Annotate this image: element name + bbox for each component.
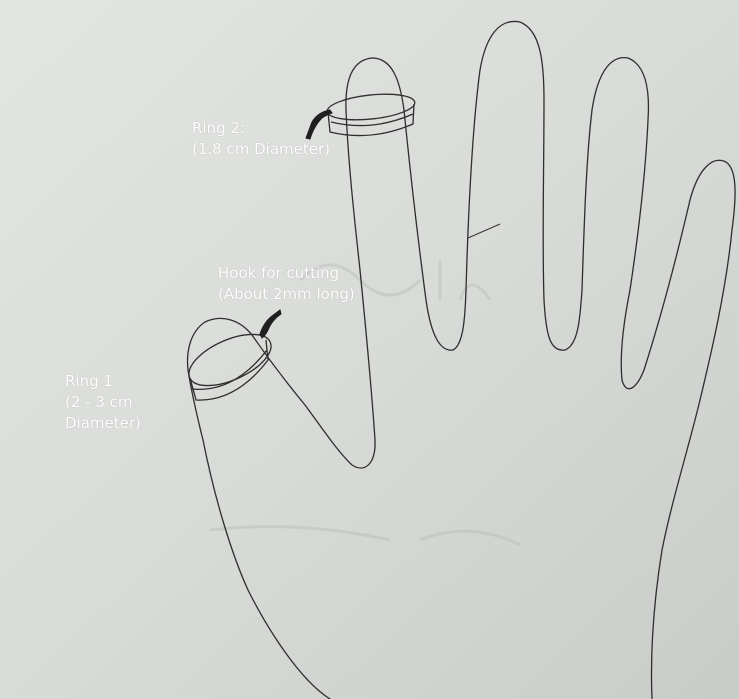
ring-1-annotation: Ring 1 (2 - 3 cm Diameter) <box>65 371 141 434</box>
ring-2-diameter: (1.8 cm Diameter) <box>192 139 330 160</box>
hook-length: (About 2mm long) <box>218 284 355 305</box>
ring-2-annotation: Ring 2: (1.8 cm Diameter) <box>192 118 330 160</box>
ring-2-title: Ring 2: <box>192 118 330 139</box>
ring-1-diameter-line-1: (2 - 3 cm <box>65 392 141 413</box>
ring-1-diameter-line-2: Diameter) <box>65 413 141 434</box>
hook-title: Hook for cutting <box>218 263 355 284</box>
ring-1-title: Ring 1 <box>65 371 141 392</box>
hook-annotation: Hook for cutting (About 2mm long) <box>218 263 355 305</box>
